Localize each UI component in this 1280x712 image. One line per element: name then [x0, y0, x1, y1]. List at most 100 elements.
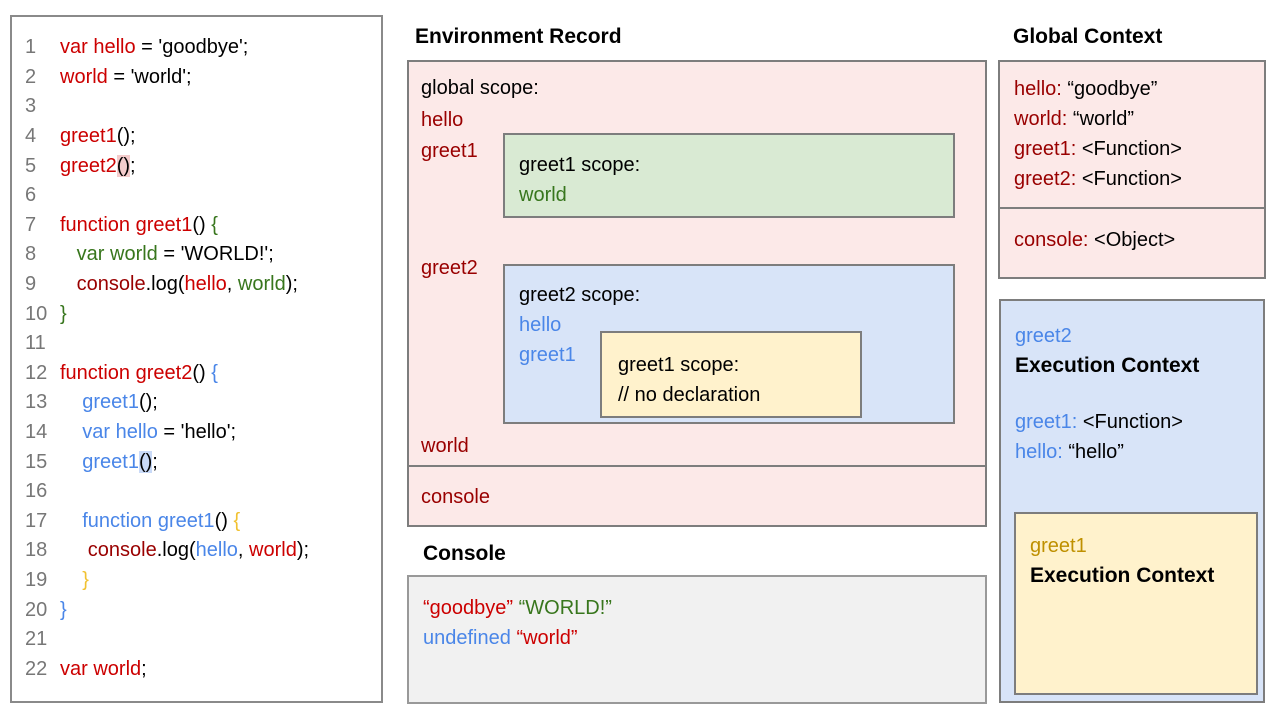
env-var-greet2: greet2 [421, 257, 478, 279]
code-token: greet2 [60, 154, 117, 177]
code-token: = 'world'; [107, 65, 192, 88]
greet2-scope-var-hello: hello [519, 314, 562, 336]
code-token: (); [116, 125, 136, 148]
entry-key: hello: [1014, 78, 1062, 100]
context-entry: greet2: <Function> [1014, 164, 1264, 194]
code-line: 18 console.log(hello, world); [12, 536, 381, 566]
code-text: var hello = 'hello'; [60, 421, 236, 444]
greet1-execution-context-box: greet1 Execution Context [1014, 512, 1258, 695]
env-var-world: world [421, 435, 469, 457]
greet2-ec-subtitle: Execution Context [1015, 354, 1200, 377]
code-token: { [233, 509, 241, 532]
environment-record-box: global scope: hello greet1 greet1 scope:… [407, 60, 987, 527]
context-entry: hello: “hello” [1015, 437, 1263, 467]
code-token: ); [296, 539, 310, 562]
code-token: ; [141, 657, 147, 680]
entry-value: <Object> [1088, 229, 1176, 251]
code-token: var hello [82, 421, 158, 444]
code-token: () [116, 154, 131, 177]
code-token [60, 243, 77, 265]
line-number: 18 [25, 539, 48, 562]
line-number: 5 [25, 154, 37, 177]
code-token: console [76, 273, 146, 296]
code-token: var world [76, 243, 158, 266]
code-text: } [60, 569, 89, 592]
code-line: 13 greet1(); [12, 388, 381, 418]
global-context-title: Global Context [1013, 25, 1163, 48]
context-entry: greet1: <Function> [1014, 134, 1264, 164]
line-number: 6 [25, 184, 37, 207]
greet2-execution-context-box: greet2 Execution Context greet1: <Functi… [999, 299, 1265, 703]
line-number: 1 [25, 36, 37, 59]
entry-key: greet2: [1014, 168, 1077, 190]
spacer [1015, 381, 1263, 407]
code-token: var hello [60, 36, 136, 59]
code-line: 17 function greet1() { [12, 507, 381, 537]
greet2-scope-box: greet2 scope: hello greet1 greet1 scope:… [503, 264, 955, 424]
context-entry: world: “world” [1014, 104, 1264, 134]
greet1-scope-var-world: world [519, 184, 567, 206]
code-token: function greet1 [60, 213, 193, 236]
code-token [60, 510, 82, 532]
line-number: 19 [25, 568, 48, 591]
code-token: () [192, 361, 212, 384]
code-text: greet1(); [60, 450, 158, 474]
code-line: 15 greet1(); [12, 447, 381, 477]
code-token: “world” [516, 627, 578, 649]
code-line: 2 world = 'world'; [12, 63, 381, 93]
entry-value: <Function> [1077, 411, 1183, 433]
code-token [60, 273, 77, 295]
code-token: = 'WORLD!'; [157, 243, 274, 266]
code-token: { [211, 361, 218, 384]
code-token: ); [285, 273, 298, 296]
code-text: function greet1() { [60, 510, 240, 533]
console-output-line: undefined “world” [423, 623, 985, 653]
code-line: 3 [12, 92, 381, 122]
line-number: 9 [25, 273, 37, 296]
greet2-scope-var-greet1: greet1 [519, 344, 576, 366]
code-text: world = 'world'; [60, 66, 192, 89]
greet2-ec-entries: greet1: <Function>hello: “hello” [1015, 407, 1263, 467]
code-token: greet1 [60, 125, 117, 148]
global-context-box: hello: “goodbye”world: “world”greet1: <F… [998, 60, 1266, 279]
code-text: } [60, 303, 67, 326]
code-text: var world = 'WORLD!'; [60, 243, 274, 266]
code-text: var world; [60, 658, 147, 681]
entry-key: hello: [1015, 441, 1063, 463]
line-number: 11 [25, 332, 46, 355]
env-console-row: console [409, 465, 985, 525]
global-context-console-entry: console: <Object> [1000, 207, 1264, 255]
code-line: 6 [12, 181, 381, 211]
line-number: 20 [25, 598, 48, 621]
code-token: hello [195, 539, 238, 562]
code-text: } [60, 599, 67, 622]
context-entry: greet1: <Function> [1015, 407, 1263, 437]
code-token [60, 451, 82, 473]
line-number: 14 [25, 421, 48, 444]
entry-value: <Function> [1076, 138, 1182, 160]
console-output-box: “goodbye” “WORLD!”undefined “world” [407, 575, 987, 704]
console-title: Console [423, 542, 506, 565]
code-token: () [214, 509, 234, 532]
code-token: } [60, 302, 67, 325]
line-number: 21 [25, 628, 48, 651]
code-token: “WORLD!” [518, 597, 612, 619]
line-number: 7 [25, 213, 37, 236]
line-number: 2 [25, 65, 37, 88]
code-token: function greet2 [60, 361, 193, 384]
environment-record-title: Environment Record [415, 25, 622, 48]
code-token [60, 391, 82, 413]
code-token: ; [152, 450, 158, 473]
code-token: hello [184, 273, 227, 296]
code-text: console.log(hello, world); [60, 273, 298, 296]
code-line: 14 var hello = 'hello'; [12, 418, 381, 448]
code-line: 10} [12, 299, 381, 329]
code-token: function greet1 [82, 509, 215, 532]
code-token: world [237, 273, 286, 296]
code-line: 11 [12, 329, 381, 359]
line-number: 17 [25, 509, 48, 532]
